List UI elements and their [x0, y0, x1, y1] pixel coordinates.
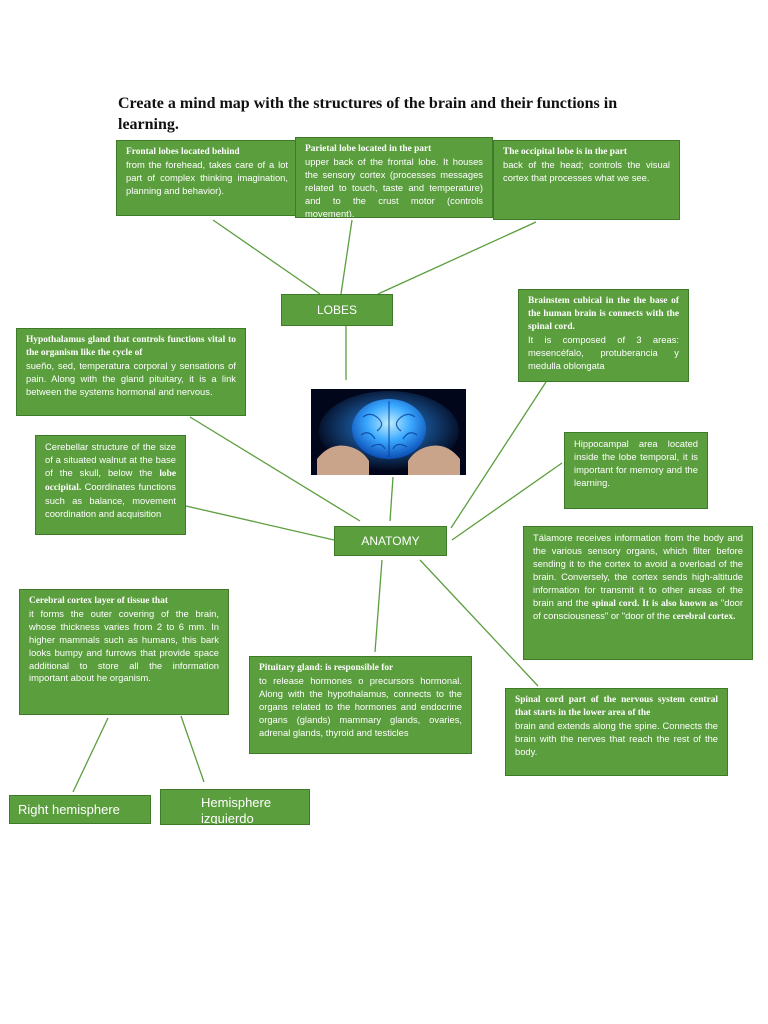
occipital-lobe-box: The occipital lobe is in the part back o… — [493, 140, 680, 220]
connector-left-hemisphere — [180, 715, 205, 783]
connector-spinal — [419, 559, 539, 687]
anatomy-label: ANATOMY — [361, 534, 420, 548]
connector-brain-anatomy — [389, 476, 394, 522]
thalamus-text-2: "door of consciousness" or "door of the — [533, 596, 743, 622]
hypothalamus-text: sueño, sed, temperatura corporal y sensa… — [26, 359, 236, 397]
spinal-cord-text: brain and extends along the spine. Conne… — [515, 719, 718, 757]
page-title: Create a mind map with the structures of… — [118, 95, 618, 133]
left-hemisphere-label: Hemisphere izquierdo — [201, 795, 272, 825]
spinal-cord-heading: Spinal cord part of the nervous system c… — [515, 695, 718, 718]
hippocampal-box: Hippocampal area located inside the lobe… — [564, 432, 708, 509]
cerebellar-text-2: Coordinates functions such as balance, m… — [45, 480, 176, 519]
thalamus-bold-text: spinal cord. It is also known as — [591, 598, 718, 609]
hypothalamus-box: Hypothalamus gland that controls functio… — [16, 328, 246, 416]
parietal-lobe-box: Parietal lobe located in the part upper … — [295, 137, 493, 218]
cerebellar-bold-text: lobe occipital. — [45, 468, 176, 493]
parietal-lobe-heading: Parietal lobe located in the part — [305, 144, 432, 154]
connector-pituitary — [374, 559, 383, 653]
frontal-lobe-box: Frontal lobes located behind from the fo… — [116, 140, 298, 216]
connector-hippocampal — [451, 462, 563, 541]
frontal-lobe-text: from the forehead, takes care of a lot p… — [126, 158, 288, 196]
pituitary-heading: Pituitary gland: is responsible for — [259, 663, 394, 673]
left-hemisphere-box: Hemisphere izquierdo — [160, 789, 310, 825]
connector-parietal — [340, 219, 353, 295]
right-hemisphere-label: Right hemisphere — [18, 802, 120, 817]
connector-brainstem — [450, 381, 547, 529]
hypothalamus-heading: Hypothalamus gland that controls functio… — [26, 335, 236, 358]
thalamus-bold-text-2: cerebral cortex. — [672, 612, 736, 623]
occipital-lobe-heading: The occipital lobe is in the part — [503, 147, 627, 157]
brain-in-hands-image — [311, 389, 466, 475]
pituitary-text: to release hormones o precursors hormona… — [259, 674, 462, 738]
connector-frontal — [212, 219, 321, 295]
lobes-node: LOBES — [281, 294, 393, 326]
brain-icon — [311, 389, 466, 475]
connector-right-hemisphere — [72, 717, 109, 793]
hippocampal-text: Hippocampal area located inside the lobe… — [574, 438, 698, 488]
spinal-cord-box: Spinal cord part of the nervous system c… — [505, 688, 728, 776]
connector-hypothalamus — [189, 416, 361, 522]
parietal-lobe-text: upper back of the frontal lobe. It house… — [305, 155, 483, 218]
thalamus-box: Tálamore receives information from the b… — [523, 526, 753, 660]
right-hemisphere-box: Right hemisphere — [9, 795, 151, 824]
connector-occipital — [377, 221, 537, 295]
cerebral-cortex-text: it forms the outer covering of the brain… — [29, 607, 219, 684]
pituitary-box: Pituitary gland: is responsible for to r… — [249, 656, 472, 754]
frontal-lobe-heading: Frontal lobes located behind — [126, 147, 240, 157]
occipital-lobe-text: back of the head; controls the visual co… — [503, 158, 670, 183]
cerebellar-text: Cerebellar structure of the size of a si… — [45, 441, 176, 478]
brainstem-heading: Brainstem cubical in the the base of the… — [528, 296, 679, 332]
cerebellar-box: Cerebellar structure of the size of a si… — [35, 435, 186, 535]
lobes-label: LOBES — [316, 303, 358, 317]
anatomy-node: ANATOMY — [334, 526, 447, 556]
cerebral-cortex-heading: Cerebral cortex layer of tissue that — [29, 596, 168, 606]
brainstem-text: It is composed of 3 areas: mesencéfalo, … — [528, 333, 679, 371]
cerebral-cortex-box: Cerebral cortex layer of tissue that it … — [19, 589, 229, 715]
thalamus-text: Tálamore receives information from the b… — [533, 532, 743, 608]
brainstem-box: Brainstem cubical in the the base of the… — [518, 289, 689, 382]
connector-cerebellar — [185, 505, 335, 541]
